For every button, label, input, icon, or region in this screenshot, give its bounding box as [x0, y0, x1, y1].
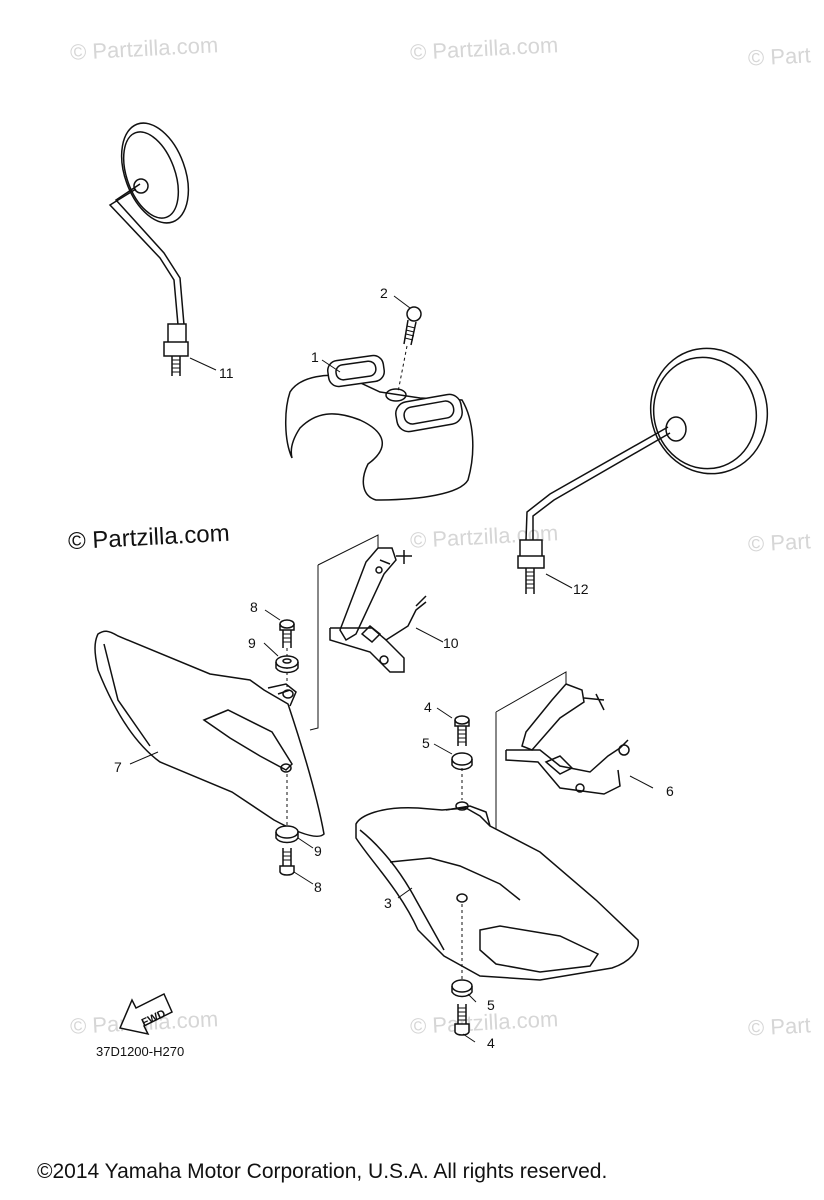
callout-3: 3	[384, 895, 392, 911]
grommet-9-top[interactable]	[275, 655, 299, 674]
callout-5-bottom: 5	[487, 997, 495, 1013]
callout-12: 12	[573, 581, 589, 597]
callout-2: 2	[380, 285, 388, 301]
grommet-5-top[interactable]	[451, 752, 473, 771]
callout-10: 10	[443, 635, 459, 651]
bracket-right[interactable]	[487, 671, 630, 833]
left-mirror[interactable]	[108, 114, 201, 376]
bolt-8-top[interactable]	[279, 619, 295, 690]
copyright-footer: ©2014 Yamaha Motor Corporation, U.S.A. A…	[37, 1160, 608, 1183]
side-panel-right[interactable]	[355, 801, 639, 981]
bolt-4-bottom[interactable]	[454, 1004, 470, 1036]
diagram-code: 37D1200-H270	[96, 1044, 185, 1059]
callout-7: 7	[114, 759, 122, 775]
side-panel-left[interactable]	[94, 630, 325, 838]
callout-6: 6	[666, 783, 674, 799]
callout-9-top: 9	[248, 635, 256, 651]
bolt-8-bottom[interactable]	[279, 848, 295, 876]
grommet-5-bottom[interactable]	[451, 904, 473, 998]
callout-4-top: 4	[424, 699, 432, 715]
callout-4-bottom: 4	[487, 1035, 495, 1051]
callout-8-top: 8	[250, 599, 258, 615]
callout-9-bottom: 9	[314, 843, 322, 859]
bracket-left[interactable]	[309, 534, 427, 731]
bolt-4-top[interactable]	[454, 715, 470, 800]
right-mirror[interactable]	[517, 335, 781, 594]
callout-5-top: 5	[422, 735, 430, 751]
callout-1: 1	[311, 349, 319, 365]
fwd-arrow-icon: FWD	[118, 992, 173, 1036]
handlebar-cover[interactable]	[284, 354, 474, 501]
callout-11: 11	[219, 365, 234, 381]
callout-8-bottom: 8	[314, 879, 322, 895]
cover-bolt[interactable]	[397, 306, 422, 393]
grommet-9-bottom[interactable]	[275, 774, 299, 844]
